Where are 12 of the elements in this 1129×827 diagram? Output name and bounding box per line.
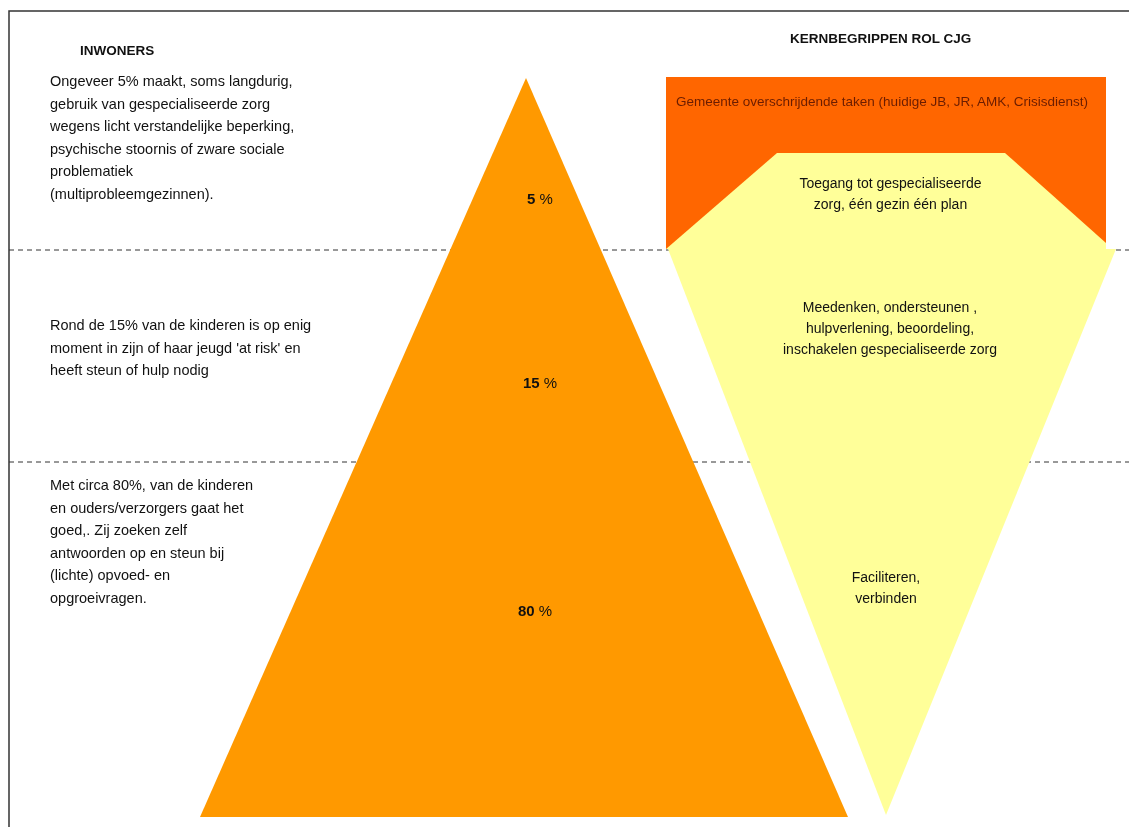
column-heading: INWONERS [80,42,156,60]
task-text: Gemeente overschrijdende taken (huidige JB, JR, AMK, Crisisdienst) [676,93,1089,111]
role-text: Faciliteren, verbinden [850,568,922,608]
description-text: Rond de 15% van de kinderen is op enig moment in zijn of haar jeugd 'at risk' en heeft steun of hulp nodig [50,316,313,380]
role-text: Toegang tot gespecialiseerde zorg, één gezin één plan [798,174,983,214]
column-heading: KERNBEGRIPPEN ROL CJG [790,30,973,48]
percentage-text: 5 % [526,189,554,209]
description-text: Met circa 80%, van de kinderen en ouders/verzorgers gaat het goed,. Zij zoeken zelf antwoorden op en steun bij (lichte) opvoed- en opgroeivragen. [50,476,255,608]
percentage-text: 80 % [516,601,554,621]
role-text: Meedenken, ondersteunen , hulpverlening, beoordeling, inschakelen gespecialiseerde zorg [782,298,998,359]
description-text: Ongeveer 5% maakt, soms langdurig, gebruik van gespecialiseerde zorg wegens licht verstandelijke beperking, psychische stoornis of zware sociale problematiek (multiprobleemgezinnen). [50,72,295,204]
percentage-text: 15 % [521,373,559,393]
